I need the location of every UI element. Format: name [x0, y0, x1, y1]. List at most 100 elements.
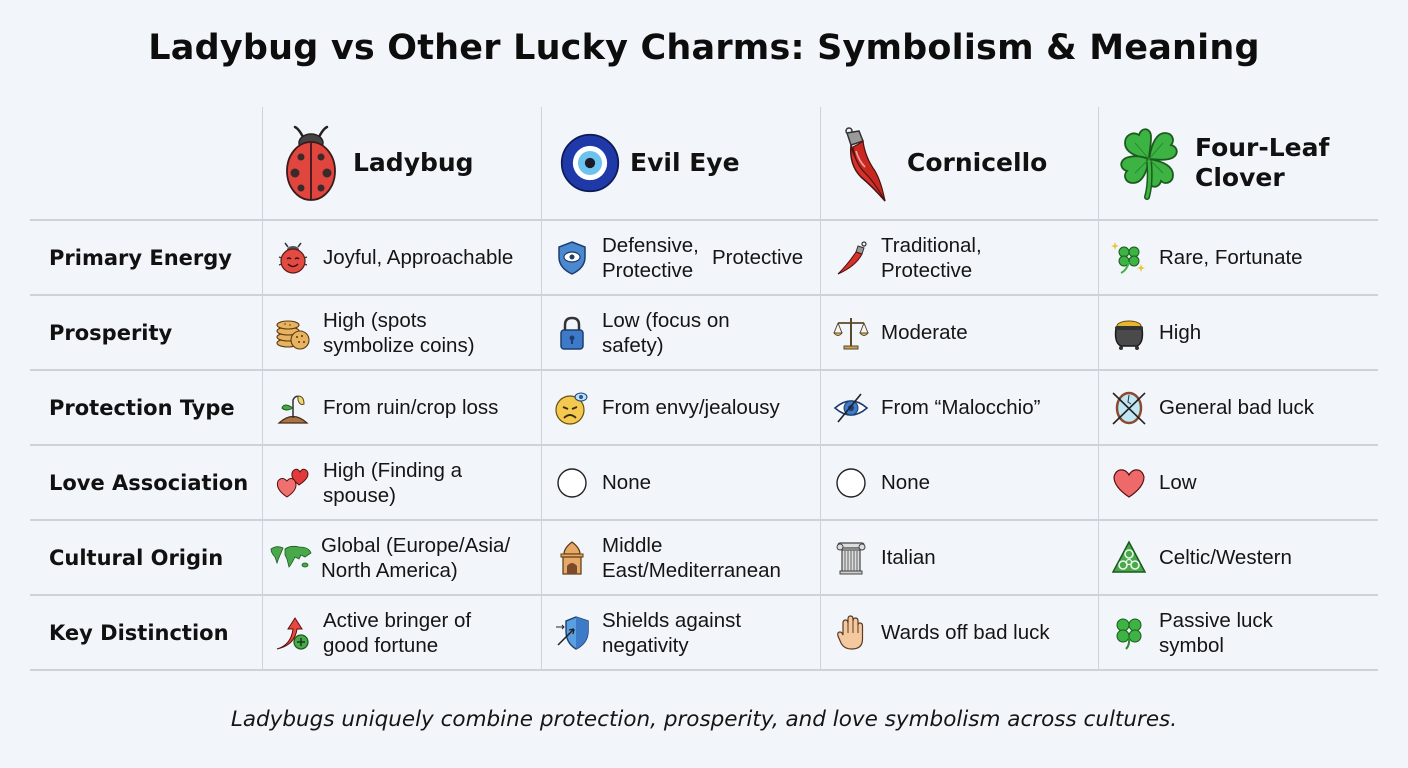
cell-text: None [602, 471, 652, 494]
table-row-cultural-origin: Cultural Origin Global (Europe/Asia/ Nor… [30, 521, 1378, 596]
table-row-key-distinction: Key Distinction Active bringer of good f… [30, 596, 1378, 671]
heart-icon [1111, 465, 1147, 501]
evil-eye-icon [560, 123, 620, 203]
column-header-evil-eye: Evil Eye [542, 107, 821, 219]
table-cell: General bad luck [1099, 371, 1378, 444]
table-cell: None [821, 446, 1099, 519]
cell-text: Shields against negativity [602, 608, 742, 657]
empty-circle-icon [554, 465, 590, 501]
table-row-primary-energy: Primary Energy Joyful, Approachable [30, 221, 1378, 296]
table-cell: Shields against negativity [542, 596, 821, 669]
column-header-ladybug: Ladybug [263, 107, 542, 219]
header-row: Ladybug Evil Eye [30, 107, 1378, 221]
comparison-table: Ladybug Evil Eye [30, 107, 1378, 671]
four-leaf-clover-icon [1117, 123, 1181, 203]
sparkling-clover-icon [1111, 240, 1147, 276]
column-label: Four-Leaf Clover [1195, 133, 1330, 192]
cell-text: Active bringer of good fortune [323, 608, 472, 657]
table-cell: Passive luck symbol [1099, 596, 1378, 669]
cell-text: General bad luck [1159, 396, 1314, 419]
mosque-arch-icon [554, 540, 590, 576]
balance-scale-icon [833, 315, 869, 351]
cell-text: Low (focus on safety) [602, 308, 730, 357]
row-header: Protection Type [30, 371, 263, 444]
cell-text: High [1159, 321, 1202, 344]
broken-mirror-icon [1111, 390, 1147, 426]
celtic-knot-icon [1111, 539, 1147, 576]
sprout-icon [275, 390, 311, 426]
cell-text: Passive luck symbol [1159, 608, 1273, 657]
table-cell: From “Malocchio” [821, 371, 1099, 444]
cell-text: Middle East/Mediterranean [602, 533, 781, 582]
cell-text: From “Malocchio” [881, 396, 1041, 419]
crossed-eye-icon [833, 390, 869, 426]
table-cell: High (Finding a spouse) [263, 446, 542, 519]
table-cell: Joyful, Approachable [263, 221, 542, 294]
table-row-protection-type: Protection Type From ruin/crop loss [30, 371, 1378, 446]
footer-caption: Ladybugs uniquely combine protection, pr… [230, 707, 1178, 732]
row-header: Prosperity [30, 296, 263, 369]
table-cell: Defensive, Protective Protective [542, 221, 821, 294]
column-label: Evil Eye [630, 148, 740, 177]
smiling-ladybug-icon [275, 240, 311, 276]
table-cell: Middle East/Mediterranean [542, 521, 821, 594]
raised-hand-icon [833, 614, 869, 651]
table-cell: Moderate [821, 296, 1099, 369]
page-title: Ladybug vs Other Lucky Charms: Symbolism… [148, 28, 1260, 68]
cell-text: From ruin/crop loss [323, 396, 499, 419]
cell-text: Defensive, Protective Protective [602, 233, 820, 283]
column-label: Cornicello [907, 148, 1048, 177]
upward-arrow-plus-icon [275, 615, 311, 651]
cell-text: High (Finding a spouse) [323, 458, 463, 507]
cell-text: Low [1159, 471, 1197, 494]
table-cell: Low (focus on safety) [542, 296, 821, 369]
ionic-column-icon [833, 540, 869, 576]
table-cell: Low [1099, 446, 1378, 519]
table-cell: Active bringer of good fortune [263, 596, 542, 669]
red-horn-icon [833, 240, 869, 276]
two-hearts-icon [275, 465, 311, 501]
cell-text: Traditional, Protective [881, 233, 982, 282]
cell-text-part: Protective [712, 245, 804, 269]
table-cell: From envy/jealousy [542, 371, 821, 444]
column-header-four-leaf-clover: Four-Leaf Clover [1099, 107, 1378, 219]
padlock-icon [554, 315, 590, 351]
table-cell: Traditional, Protective [821, 221, 1099, 294]
table-cell: None [542, 446, 821, 519]
column-label: Ladybug [353, 148, 474, 177]
cell-text: None [881, 471, 931, 494]
cell-text: Moderate [881, 321, 968, 344]
table-cell: Italian [821, 521, 1099, 594]
cell-text: Rare, Fortunate [1159, 246, 1303, 269]
world-map-icon [269, 540, 313, 576]
ladybug-icon [281, 123, 341, 203]
table-cell: Celtic/Western [1099, 521, 1378, 594]
table-row-prosperity: Prosperity High (spots symboliz [30, 296, 1378, 371]
pot-of-gold-icon [1111, 315, 1147, 351]
cell-text: Joyful, Approachable [323, 246, 514, 269]
coin-stack-icon [275, 315, 311, 351]
cornicello-horn-icon [839, 123, 895, 203]
cell-text: Global (Europe/Asia/ North America) [321, 533, 511, 582]
table-cell: High (spots symbolize coins) [263, 296, 542, 369]
table-cell: Wards off bad luck [821, 596, 1099, 669]
table-cell: Rare, Fortunate [1099, 221, 1378, 294]
cell-text: From envy/jealousy [602, 396, 780, 419]
empty-circle-icon [833, 465, 869, 501]
shield-arrow-icon [554, 615, 590, 651]
row-header: Primary Energy [30, 221, 263, 294]
row-header: Love Association [30, 446, 263, 519]
cell-text: Celtic/Western [1159, 546, 1292, 569]
row-header: Cultural Origin [30, 521, 263, 594]
header-corner [30, 107, 263, 219]
table-cell: High [1099, 296, 1378, 369]
cell-text: Italian [881, 546, 936, 569]
table-cell: Global (Europe/Asia/ North America) [263, 521, 542, 594]
table-cell: From ruin/crop loss [263, 371, 542, 444]
column-header-cornicello: Cornicello [821, 107, 1099, 219]
cell-text: High (spots symbolize coins) [323, 308, 475, 357]
eye-shield-icon [554, 240, 590, 276]
cell-text-part: Protective [602, 258, 694, 282]
cell-text-part: Defensive, [602, 233, 699, 257]
